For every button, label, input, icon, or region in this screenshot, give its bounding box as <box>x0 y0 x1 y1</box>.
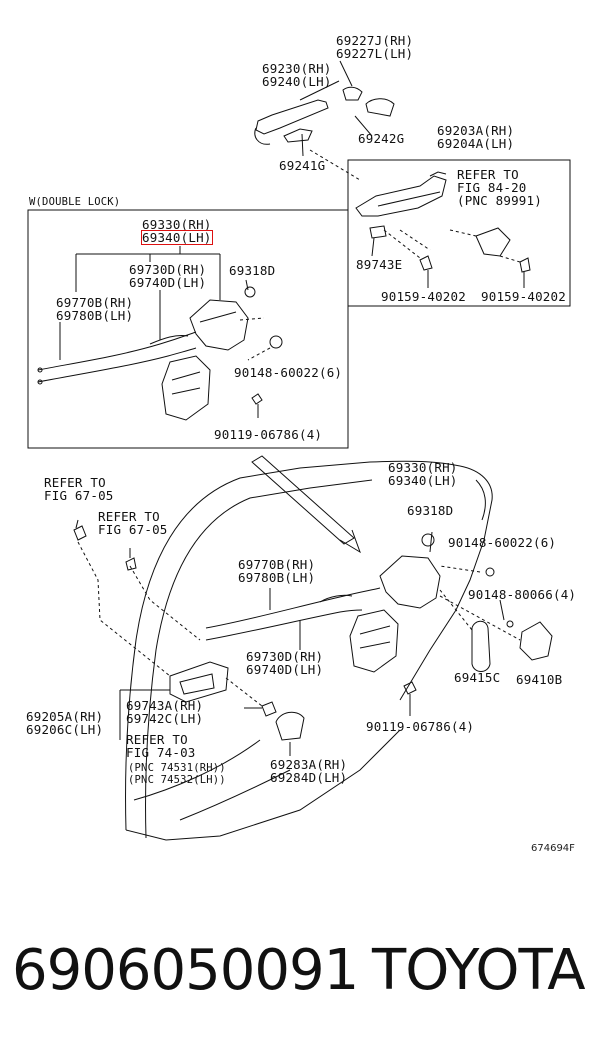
double-lock-title: W(DOUBLE LOCK) <box>29 196 121 208</box>
main-label-90148-80066: 90148-80066(4) <box>468 587 577 602</box>
main-label-69410b: 69410B <box>516 672 563 687</box>
label-90159-a: 90159-40202 <box>381 289 466 304</box>
pnc-74531-74532: (PNC 74531(RH)) (PNC 74532(LH)) <box>128 762 226 786</box>
label-69242g: 69242G <box>358 131 405 146</box>
main-label-90119: 90119-06786(4) <box>366 719 475 734</box>
figure-number: 674694F <box>531 843 575 854</box>
double-lock-inset-frame <box>27 209 349 449</box>
main-label-69770: 69770B(RH) 69780B(LH) <box>238 557 316 585</box>
refer-fig-67-05-a: REFER TO FIG 67-05 <box>44 475 114 503</box>
inset-label-90119: 90119-06786(4) <box>214 427 323 442</box>
inset-label-90148: 90148-60022(6) <box>234 365 343 380</box>
label-89743e: 89743E <box>356 257 403 272</box>
part-number: 6906050091 <box>12 938 359 1003</box>
label-69241g: 69241G <box>279 158 326 173</box>
inset-label-69340-highlighted: 69340(LH) <box>141 230 213 245</box>
label-69203: 69203A(RH) 69204A(LH) <box>437 123 515 151</box>
main-label-90148-60022: 90148-60022(6) <box>448 535 557 550</box>
handle-frame-inset <box>347 159 571 307</box>
main-label-69283: 69283A(RH) 69284D(LH) <box>270 757 348 785</box>
main-label-69330: 69330(RH) 69340(LH) <box>388 460 458 488</box>
main-label-69205: 69205A(RH) 69206C(LH) <box>26 709 104 737</box>
main-label-69415c: 69415C <box>454 670 501 685</box>
label-69230: 69230(RH) 69240(LH) <box>262 61 332 89</box>
brand-name: TOYOTA <box>372 938 586 1003</box>
main-label-69743: 69743A(RH) 69742C(LH) <box>126 698 204 726</box>
main-label-69318: 69318D <box>407 503 454 518</box>
refer-fig-74-03: REFER TO FIG 74-03 <box>126 732 196 760</box>
main-label-69730: 69730D(RH) 69740D(LH) <box>246 649 324 677</box>
inset-label-69770: 69770B(RH) 69780B(LH) <box>56 295 134 323</box>
inset-label-69730: 69730D(RH) 69740D(LH) <box>129 262 207 290</box>
refer-fig-84-20: REFER TO FIG 84-20 (PNC 89991) <box>457 167 542 208</box>
label-69227: 69227J(RH) 69227L(LH) <box>336 33 414 61</box>
inset-label-69330: 69330(RH) <box>142 217 212 232</box>
label-90159-b: 90159-40202 <box>481 289 566 304</box>
refer-fig-67-05-b: REFER TO FIG 67-05 <box>98 509 168 537</box>
inset-label-69318: 69318D <box>229 263 276 278</box>
